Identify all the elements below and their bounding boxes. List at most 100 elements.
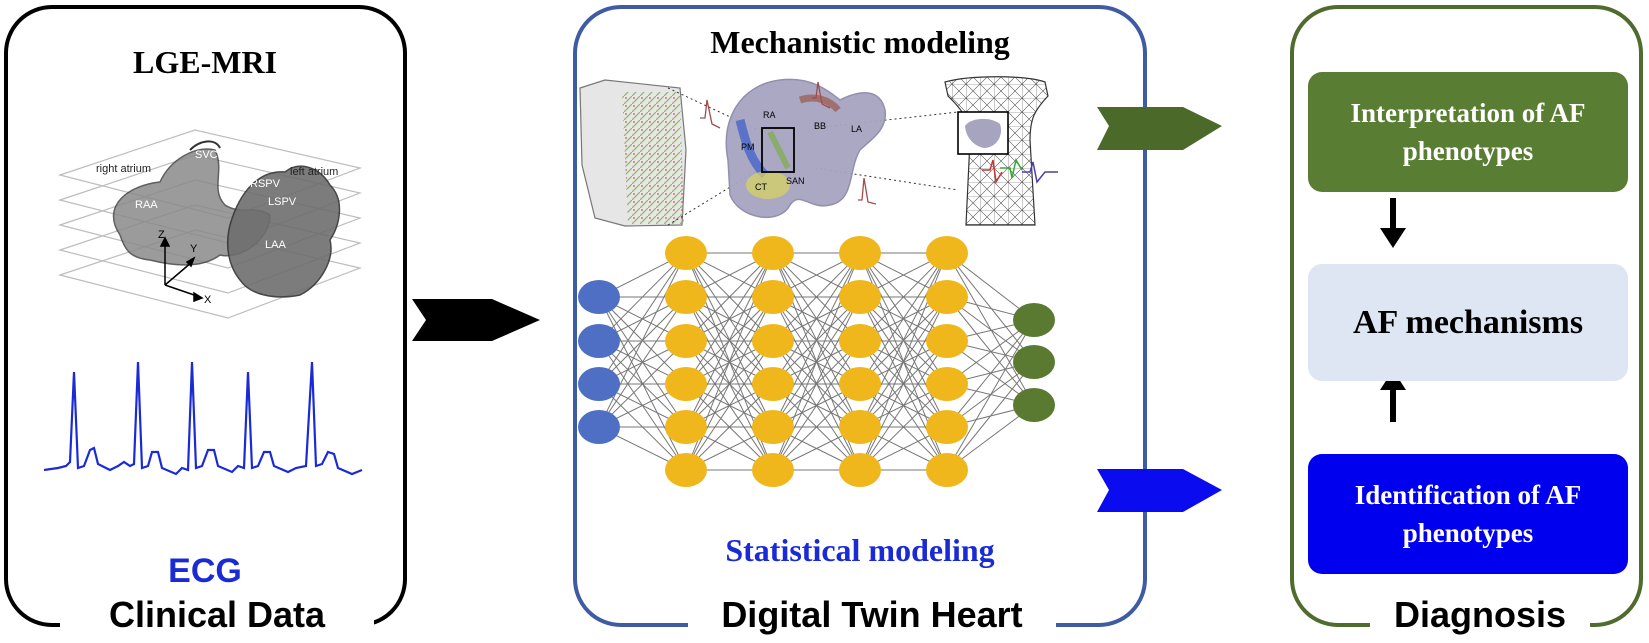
af-mechanisms-text: AF mechanisms: [1352, 303, 1584, 341]
network-edge: [598, 252, 687, 428]
label-laa: LAA: [265, 239, 286, 251]
input-node: [578, 324, 620, 358]
digital-twin-footer: Digital Twin Heart: [688, 593, 1056, 637]
hidden-node: [839, 367, 881, 401]
hidden-node: [839, 453, 881, 487]
network-edge: [859, 340, 948, 471]
hidden-node: [665, 410, 707, 444]
hidden-node: [839, 280, 881, 314]
label-left-atrium: left atrium: [290, 166, 338, 178]
hidden-node: [752, 410, 794, 444]
network-edge: [685, 252, 774, 428]
ecg-label: ECG: [168, 552, 242, 590]
hidden-node: [926, 453, 968, 487]
input-node: [578, 410, 620, 444]
hidden-node: [752, 453, 794, 487]
output-node: [1013, 345, 1055, 379]
network-edge: [772, 252, 861, 385]
hidden-node: [926, 280, 968, 314]
interpretation-text: Interpretation of AF phenotypes: [1350, 98, 1586, 166]
network-edge: [772, 252, 861, 428]
hidden-node: [752, 236, 794, 270]
clinical-data-footer: Clinical Data: [60, 593, 374, 637]
lge-mri-title: LGE-MRI: [133, 44, 277, 80]
arrow-twin-to-interpretation: [1097, 107, 1222, 150]
hidden-node: [752, 324, 794, 358]
network-edge: [772, 296, 861, 471]
label-pm: PM: [741, 142, 755, 152]
network-edge: [859, 383, 948, 471]
hidden-node: [665, 367, 707, 401]
label-lspv: LSPV: [268, 196, 297, 208]
hidden-node: [665, 324, 707, 358]
hidden-node: [839, 410, 881, 444]
arrow-twin-to-identification: [1097, 469, 1222, 512]
mri-axes: [159, 236, 204, 303]
axis-z-label: Z: [158, 229, 165, 241]
mechanistic-modeling-title: Mechanistic modeling: [710, 24, 1010, 60]
network-edge: [685, 252, 774, 342]
network-edge: [598, 252, 687, 342]
hidden-node: [926, 367, 968, 401]
hidden-node: [752, 280, 794, 314]
hidden-node: [665, 236, 707, 270]
hidden-node: [665, 280, 707, 314]
hidden-node: [926, 324, 968, 358]
identification-box: Identification of AF phenotypes: [1308, 454, 1628, 574]
input-node: [578, 280, 620, 314]
hidden-node: [665, 453, 707, 487]
network-nodes: [578, 236, 1055, 487]
network-edge: [598, 252, 687, 385]
network-edge: [772, 383, 861, 471]
label-ra: RA: [763, 110, 776, 120]
network-edge: [946, 361, 1035, 471]
label-raa: RAA: [135, 199, 158, 211]
network-edge: [859, 252, 948, 428]
label-san: SAN: [786, 176, 805, 186]
label-rspv: RSPV: [250, 178, 281, 190]
action-potential-traces: [700, 81, 877, 205]
network-edge: [685, 340, 774, 471]
lge-mri-image: right atrium left atrium SVC RSPV LSPV R…: [57, 129, 363, 319]
network-edge: [946, 319, 1035, 471]
network-edge: [859, 252, 948, 342]
ecg-lead-traces: [982, 158, 1058, 185]
output-node: [1013, 303, 1055, 337]
network-edge: [859, 296, 948, 471]
identification-text: Identification of AF phenotypes: [1354, 480, 1582, 548]
axis-x-label: X: [204, 294, 212, 306]
axis-y-label: Y: [190, 243, 198, 255]
arrow-interpretation-to-mechanisms: [1380, 198, 1406, 248]
network-edge: [685, 296, 774, 471]
network-edge: [772, 252, 861, 342]
network-edges: [598, 252, 1035, 471]
diagnosis-footer: Diagnosis: [1370, 593, 1590, 637]
network-edge: [598, 340, 687, 428]
label-ct: CT: [755, 182, 767, 192]
network-edge: [685, 383, 774, 471]
label-la: LA: [851, 124, 862, 134]
left-atrium-shape: [227, 165, 341, 298]
network-edge: [946, 319, 1035, 428]
label-bb: BB: [814, 121, 826, 131]
hidden-node: [926, 236, 968, 270]
network-edge: [946, 252, 1035, 363]
network-edge: [685, 252, 774, 385]
hidden-node: [752, 367, 794, 401]
hidden-node: [839, 324, 881, 358]
output-node: [1013, 388, 1055, 422]
network-edge: [859, 252, 948, 385]
network-edge: [598, 296, 687, 428]
label-svc: SVC: [195, 149, 218, 161]
statistical-modeling-title: Statistical modeling: [725, 532, 995, 568]
mechanistic-model-images: RA BB LA PM CT SAN: [579, 76, 1058, 227]
label-right-atrium: right atrium: [96, 163, 151, 175]
network-edge: [772, 340, 861, 471]
arrow-clinical-to-twin: [412, 299, 540, 341]
hidden-node: [839, 236, 881, 270]
input-node: [578, 367, 620, 401]
interpretation-box: Interpretation of AF phenotypes: [1308, 72, 1628, 192]
af-mechanisms-box: AF mechanisms: [1308, 264, 1628, 381]
clinical-data-panel: [4, 5, 407, 627]
